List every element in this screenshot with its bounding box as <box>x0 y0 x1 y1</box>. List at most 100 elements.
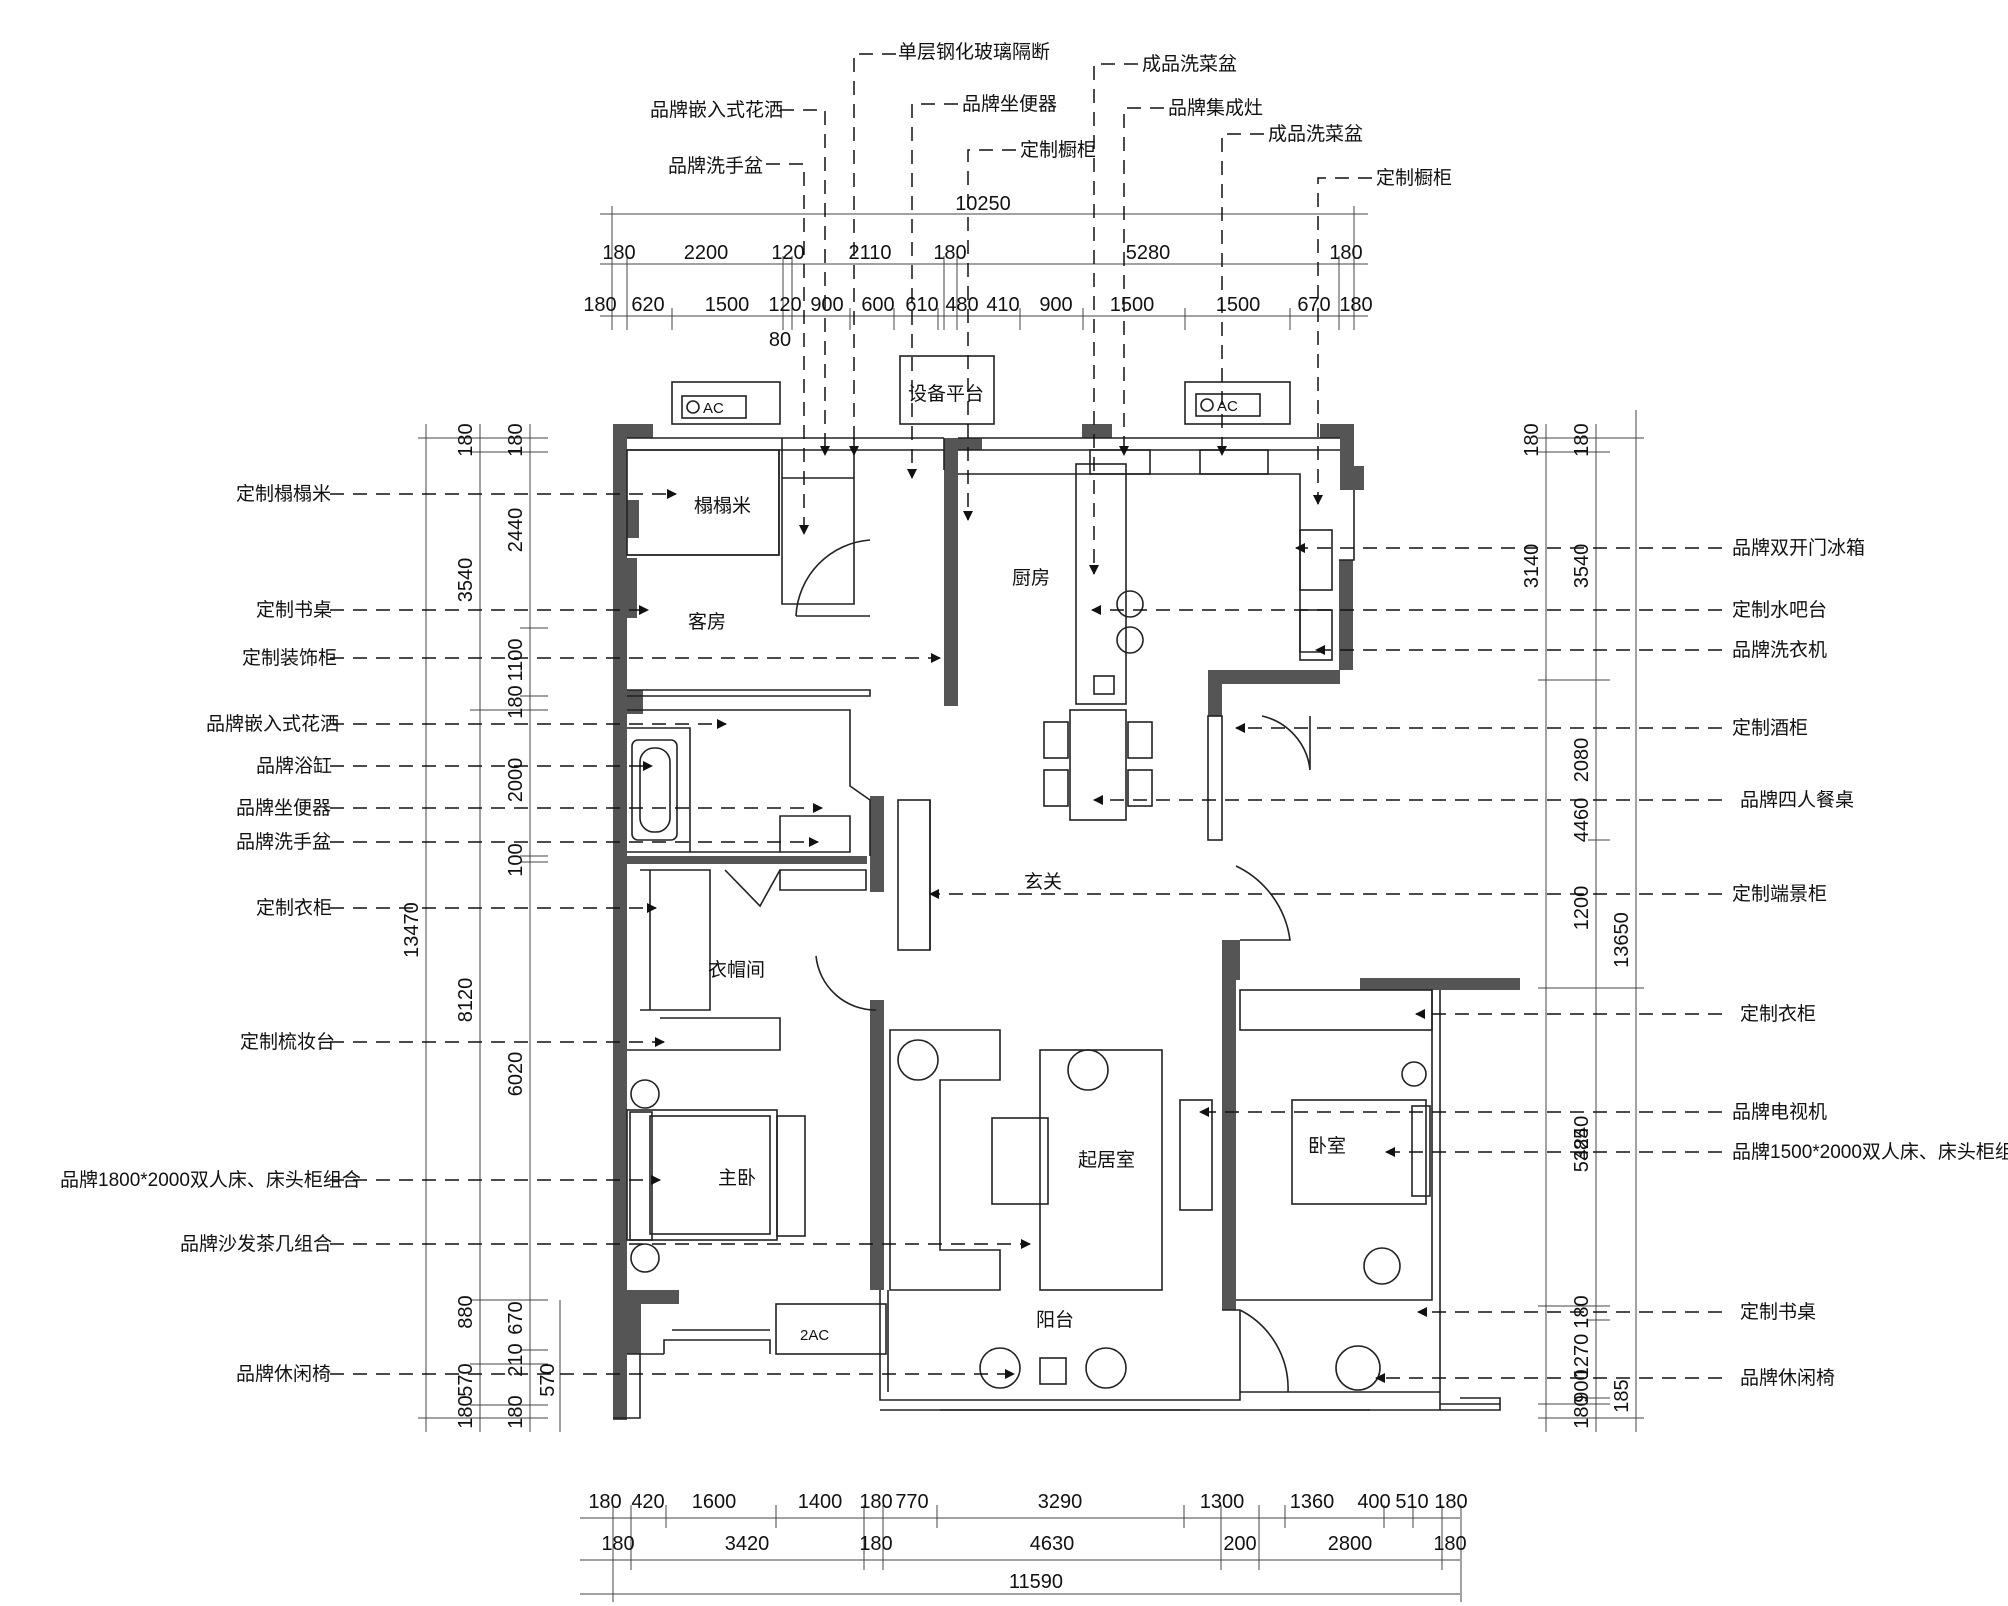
dim-label: 900 <box>810 294 843 316</box>
dim-label: 3540 <box>455 558 477 603</box>
callout-label: 定制书桌 <box>256 599 332 621</box>
dim-label: 200 <box>1223 1533 1256 1555</box>
dim-label: 3140 <box>1521 544 1543 589</box>
callout-label: 定制酒柜 <box>1732 717 1808 739</box>
dim-label: 510 <box>1395 1491 1428 1513</box>
room-bedroom: 卧室 <box>1308 1135 1346 1157</box>
callout-label: 品牌沙发茶几组合 <box>180 1233 332 1255</box>
dim-label: 180 <box>601 1533 634 1555</box>
dim-label: 2000 <box>505 758 527 803</box>
plan-lines <box>613 355 1501 1419</box>
dim-label: 180 <box>455 423 477 456</box>
dim-right-mid: 180 3540 4460 5385 185 <box>1571 423 1633 1412</box>
callout-label: 品牌坐便器 <box>236 797 331 819</box>
dim-label: 180 <box>933 242 966 264</box>
dim-label: 670 <box>505 1301 527 1334</box>
callout-label: 定制橱柜 <box>1376 167 1452 189</box>
callout-label: 品牌坐便器 <box>962 93 1057 115</box>
room-guest: 客房 <box>688 611 726 633</box>
callout-label: 单层钢化玻璃隔断 <box>898 41 1050 63</box>
dim-label: 180 <box>505 1395 527 1428</box>
dim-top-row1: 180 2200 120 2110 180 5280 180 <box>602 242 1362 264</box>
dim-label: 120 <box>771 242 804 264</box>
dim-label: 180 <box>859 1491 892 1513</box>
callout-label: 品牌洗手盆 <box>236 831 331 853</box>
dim-left-extra: 570 <box>537 1363 559 1396</box>
dim-label: 2080 <box>1571 738 1593 783</box>
dim-label: 1400 <box>798 1491 843 1513</box>
dim-label: 1200 <box>1571 886 1593 931</box>
dim-label: 610 <box>905 294 938 316</box>
dim-label: 670 <box>1297 294 1330 316</box>
callout-label: 品牌洗衣机 <box>1732 639 1827 661</box>
callouts-top: 单层钢化玻璃隔断 品牌嵌入式花洒 品牌坐便器 品牌洗手盆 定制橱柜 成品洗菜盆 … <box>650 41 1452 575</box>
callout-label: 品牌集成灶 <box>1168 97 1263 119</box>
callout-label: 定制橱柜 <box>1020 139 1096 161</box>
dim-label: 180 <box>1434 1491 1467 1513</box>
dim-label: 4630 <box>1030 1533 1075 1555</box>
dim-label: 4460 <box>1571 798 1593 843</box>
callout-label: 品牌电视机 <box>1732 1101 1827 1123</box>
callout-label: 品牌浴缸 <box>256 755 332 777</box>
dim-bottom-total: 11590 <box>1009 1571 1063 1593</box>
dim-left-inner: 180 2440 1100 180 2000 100 6020 670 210 … <box>505 423 527 1428</box>
dim-label: 180 <box>1329 242 1362 264</box>
dim-label: 480 <box>945 294 978 316</box>
dim-right-inner: 180 3140 2080 1200 4240 180 1270 900 180 <box>1521 423 1593 1428</box>
dim-label: 1360 <box>1290 1491 1335 1513</box>
dim-label: 620 <box>631 294 664 316</box>
callout-label: 品牌四人餐桌 <box>1740 789 1854 811</box>
callout-label: 定制书桌 <box>1740 1301 1816 1323</box>
dim-label: 6020 <box>505 1052 527 1097</box>
callout-label: 定制水吧台 <box>1732 599 1827 621</box>
dim-label: 600 <box>861 294 894 316</box>
dim-label: 120 <box>768 294 801 316</box>
room-living: 起居室 <box>1078 1149 1135 1171</box>
dim-label: 180 <box>1571 423 1593 456</box>
dim-label: 1500 <box>1110 294 1155 316</box>
callout-label: 品牌休闲椅 <box>236 1363 331 1385</box>
dim-top-total: 10250 <box>955 193 1011 215</box>
dim-label: 900 <box>1039 294 1072 316</box>
ac-label: AC <box>703 400 724 417</box>
dim-label: 180 <box>1339 294 1372 316</box>
dim-label: 410 <box>986 294 1019 316</box>
dim-label: 1100 <box>505 638 527 681</box>
callouts-right: 品牌双开门冰箱 定制水吧台 品牌洗衣机 定制酒柜 品牌四人餐桌 定制端景柜 定制… <box>929 537 2008 1389</box>
dimension-right <box>1538 410 1644 1432</box>
callout-label: 定制衣柜 <box>256 897 332 919</box>
room-platform: 设备平台 <box>908 383 984 405</box>
callouts-left: 定制榻榻米 定制书桌 定制装饰柜 品牌嵌入式花洒 品牌浴缸 品牌坐便器 品牌洗手… <box>60 483 1031 1385</box>
callout-label: 品牌嵌入式花洒 <box>650 99 783 121</box>
dim-label: 180 <box>505 423 527 456</box>
dim-label: 5385 <box>1571 1128 1593 1173</box>
dim-left-mid: 180 3540 8120 880 570 180 <box>455 423 477 1428</box>
dim-label: 1600 <box>692 1491 737 1513</box>
callout-label: 品牌1800*2000双人床、床头柜组合 <box>60 1169 361 1191</box>
dim-label: 180 <box>859 1533 892 1555</box>
dim-label: 5280 <box>1126 242 1171 264</box>
dim-label: 570 <box>455 1363 477 1396</box>
callout-label: 品牌1500*2000双人床、床头柜组合 <box>1732 1141 2008 1163</box>
room-tatami: 榻榻米 <box>694 495 751 517</box>
callout-label: 成品洗菜盆 <box>1142 53 1237 75</box>
callout-label: 定制衣柜 <box>1740 1003 1816 1025</box>
dim-label: 3290 <box>1038 1491 1083 1513</box>
callout-label: 定制榻榻米 <box>236 483 331 505</box>
dim-label: 180 <box>588 1491 621 1513</box>
dim-left-outer: 13470 <box>401 902 423 958</box>
dim-label: 100 <box>505 843 527 876</box>
callout-label: 品牌嵌入式花洒 <box>206 713 339 735</box>
dim-label: 180 <box>1571 1395 1593 1428</box>
dim-label: 180 <box>583 294 616 316</box>
dim-label: 3540 <box>1571 544 1593 589</box>
dimension-left <box>418 424 561 1432</box>
dim-right-outer: 13650 <box>1611 912 1633 968</box>
dim-label: 400 <box>1357 1491 1390 1513</box>
room-kitchen: 厨房 <box>1012 567 1050 589</box>
callout-label: 成品洗菜盆 <box>1268 123 1363 145</box>
callout-label: 定制端景柜 <box>1732 883 1827 905</box>
callout-label: 定制装饰柜 <box>242 647 337 669</box>
walls <box>613 424 1520 1420</box>
dimension-top <box>600 206 1368 330</box>
